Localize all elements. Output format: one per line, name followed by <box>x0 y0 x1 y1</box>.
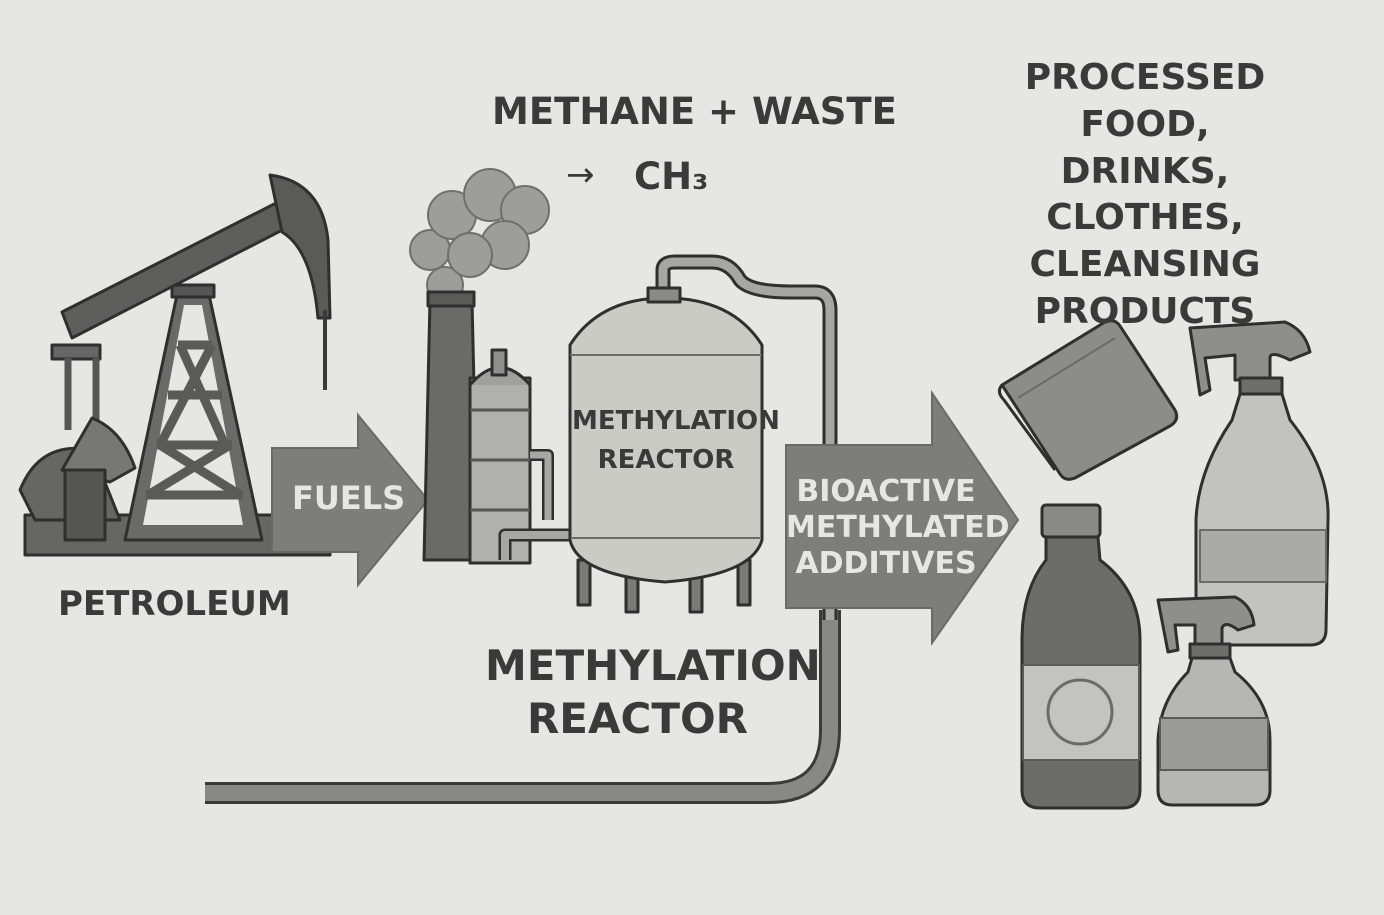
methane-waste-label: METHANE + WASTE <box>492 90 897 133</box>
spray-bottle-icon <box>1188 320 1330 647</box>
drink-bottle-icon <box>1020 503 1142 810</box>
bioactive-label: BIOACTIVE METHYLATED ADDITIVES <box>786 474 1010 581</box>
small-spray-bottle-icon <box>1156 595 1272 807</box>
reactor-caption: METHYLATION REACTOR <box>485 641 821 743</box>
fuels-arrow <box>271 412 430 588</box>
oil-pumpjack-icon <box>18 173 332 557</box>
ch3-arrow-glyph: → <box>566 155 595 195</box>
ch3-label: CH₃ <box>634 155 709 198</box>
products-label: PROCESSED FOOD, DRINKS, CLOTHES, CLEANSI… <box>1024 57 1266 332</box>
return-pipe <box>205 610 841 804</box>
bioactive-arrow <box>785 389 1020 647</box>
smokestack-icon <box>409 168 575 565</box>
petroleum-label: PETROLEUM <box>58 584 291 624</box>
reactor-tank-label: METHYLATION REACTOR <box>572 406 780 475</box>
fuels-label: FUELS <box>292 479 406 517</box>
reactor-tank-icon <box>568 254 838 620</box>
folded-cloth-icon <box>997 319 1179 481</box>
